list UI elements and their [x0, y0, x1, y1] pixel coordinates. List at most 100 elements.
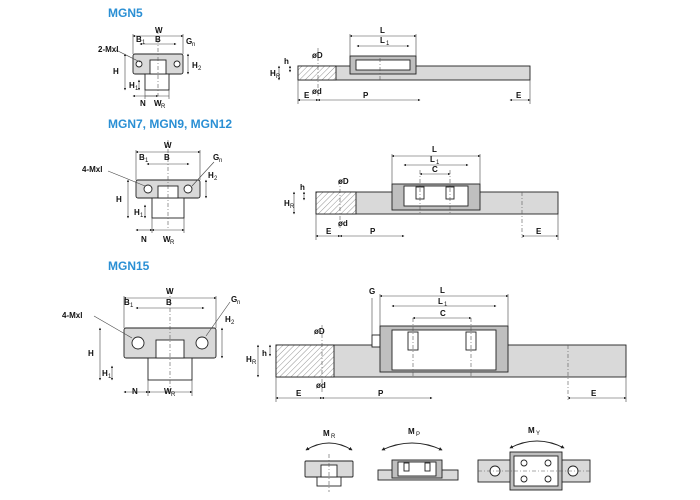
mgn7-label-HR-sub: R: [290, 204, 295, 210]
mgn7-label-G: G: [213, 153, 219, 162]
mgn15-label-G: G: [231, 295, 237, 304]
mgn7-label-B1: B: [139, 153, 145, 162]
mgn15-label-N: N: [132, 387, 138, 396]
mgn15-label-B: B: [166, 298, 172, 307]
mgn7-label-H2: H: [208, 171, 214, 180]
mgn7-label-h: h: [300, 183, 305, 192]
mgn5-label-G: G: [186, 37, 192, 46]
moment-mr-sub: R: [331, 434, 336, 440]
mgn5-label-phid: ød: [312, 87, 322, 96]
mgn5-label-E-left: E: [304, 91, 310, 100]
mgn7-label-phiD: øD: [338, 177, 349, 186]
mgn5-label-G-sub: n: [192, 42, 195, 48]
mgn7-label-HR: H: [284, 199, 290, 208]
mgn5-label-H2-sub: 2: [198, 66, 202, 72]
mgn15-label-L1-sub: 1: [444, 302, 448, 308]
mgn15-label-E-right: E: [591, 389, 597, 398]
mgn15-label-P: P: [378, 389, 384, 398]
mgn15-label-H2: H: [225, 315, 231, 324]
mgn15-label-4mxl: 4-Mxl: [62, 311, 82, 320]
mgn15-label-B1: B: [124, 298, 130, 307]
moment-mr-label: M: [323, 429, 330, 438]
mgn5-label-B1-sub: 1: [142, 40, 146, 46]
mgn15-label-H1: H: [102, 369, 108, 378]
section-title-mgn15: MGN15: [108, 259, 150, 273]
mgn15-end-view: [93, 290, 231, 396]
mgn5-label-h: h: [284, 57, 289, 66]
mgn15-label-L1: L: [438, 297, 443, 306]
mgn7-label-H: H: [116, 195, 122, 204]
mgn15-label-HR-sub: R: [252, 360, 257, 366]
mgn15-label-E-left: E: [296, 389, 302, 398]
mgn15-label-phid: ød: [316, 381, 326, 390]
mgn7-label-W: W: [164, 141, 172, 150]
moment-mp-diagram: [377, 442, 459, 481]
mgn5-label-H1-sub: 1: [135, 86, 139, 92]
mgn7-label-L1-sub: 1: [436, 160, 440, 166]
moment-mr-diagram: [304, 442, 354, 492]
section-title-mgn5: MGN5: [108, 6, 143, 20]
mgn15-label-G-sub: n: [237, 300, 240, 306]
mgn15-label-C: C: [440, 309, 446, 318]
mgn15-label-phiD: øD: [314, 327, 325, 336]
mgn5-label-B: B: [155, 35, 161, 44]
mgn7-side-view: [292, 154, 559, 240]
mgn7-label-E-left: E: [326, 227, 332, 236]
moment-mp-label: M: [408, 427, 415, 436]
section-title-mgn7-9-12: MGN7, MGN9, MGN12: [108, 117, 233, 131]
mgn15-label-H1-sub: 1: [108, 374, 112, 380]
mgn5-label-L1-sub: 1: [386, 41, 390, 47]
mgn5-label-B1: B: [136, 35, 142, 44]
mgn7-label-B: B: [164, 153, 170, 162]
mgn5-end-view: [115, 30, 190, 99]
mgn5-label-E-right: E: [516, 91, 522, 100]
mgn7-label-C: C: [432, 165, 438, 174]
mgn7-label-H1-sub: 1: [140, 213, 144, 219]
mgn15-label-B1-sub: 1: [130, 303, 134, 309]
mgn7-label-WR: W: [163, 235, 171, 244]
mgn5-label-L1: L: [380, 36, 385, 45]
mgn15-label-H2-sub: 2: [231, 320, 235, 326]
moment-my-sub: Y: [536, 431, 540, 437]
mgn15-label-G-side: G: [369, 287, 375, 296]
mgn5-label-WR: W: [154, 99, 162, 108]
mgn7-label-phid: ød: [338, 219, 348, 228]
mgn15-label-L: L: [440, 286, 445, 295]
mgn7-label-N: N: [141, 235, 147, 244]
mgn5-label-N: N: [140, 99, 146, 108]
mgn7-label-4mxl: 4-Mxl: [82, 165, 102, 174]
moment-mp-sub: P: [416, 432, 420, 438]
moment-my-diagram: [477, 440, 591, 491]
mgn7-label-L1: L: [430, 155, 435, 164]
mgn5-label-phiD: øD: [312, 51, 323, 60]
mgn15-label-H: H: [88, 349, 94, 358]
mgn7-label-WR-sub: R: [170, 240, 175, 246]
mgn7-end-view: [107, 140, 215, 233]
mgn5-label-H1: H: [129, 81, 135, 90]
mgn5-label-W: W: [155, 26, 163, 35]
mgn7-label-L: L: [432, 145, 437, 154]
mgn5-label-2mxl: 2-Mxl: [98, 45, 118, 54]
mgn7-label-B1-sub: 1: [145, 158, 149, 164]
mgn15-label-WR: W: [164, 387, 172, 396]
mgn7-label-H2-sub: 2: [214, 176, 218, 182]
mgn7-label-P: P: [370, 227, 376, 236]
moment-my-label: M: [528, 426, 535, 435]
mgn15-label-W: W: [166, 287, 174, 296]
mgn5-label-H2: H: [192, 61, 198, 70]
mgn5-label-P: P: [363, 91, 369, 100]
mgn15-label-h: h: [262, 349, 267, 358]
mgn5-side-view: [277, 34, 531, 104]
mgn5-label-H: H: [113, 67, 119, 76]
mgn7-label-G-sub: n: [219, 158, 222, 164]
mgn5-label-L: L: [380, 26, 385, 35]
mgn5-label-HR-sub: R: [276, 74, 281, 80]
mgn5-label-HR: H: [270, 69, 276, 78]
mgn7-label-E-right: E: [536, 227, 542, 236]
mgn5-label-WR-sub: R: [161, 104, 166, 110]
mgn15-side-view: [256, 294, 627, 402]
mgn7-label-H1: H: [134, 208, 140, 217]
mgn15-label-WR-sub: R: [171, 392, 176, 398]
mgn15-label-HR: H: [246, 355, 252, 364]
